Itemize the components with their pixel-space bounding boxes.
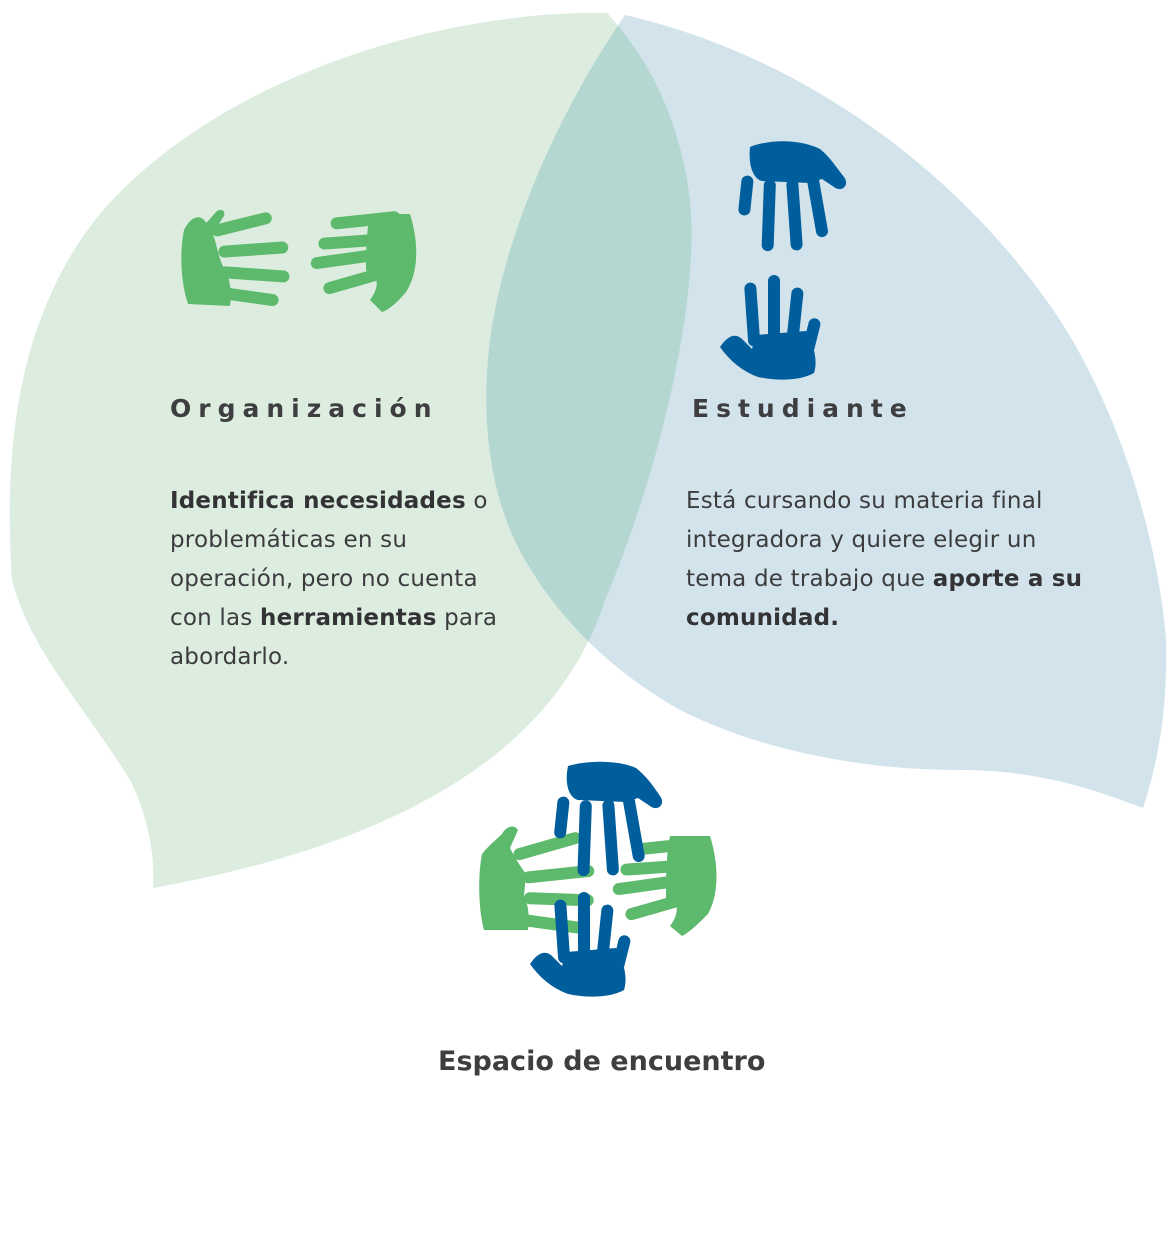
meeting-label: Espacio de encuentro — [438, 1046, 766, 1077]
student-description: Está cursando su materia final integrado… — [686, 482, 1086, 638]
organization-text-1: o problemáticas en su operación, pero no… — [170, 488, 488, 631]
joined-hands-icon — [479, 761, 717, 997]
organization-text-2: para abordarlo. — [170, 605, 498, 670]
green-hands-icon — [181, 209, 417, 312]
organization-description: Identifica necesidades o problemáticas e… — [170, 482, 520, 677]
organization-bold-2: herramientas — [260, 605, 437, 631]
organization-heading: Organización — [170, 394, 439, 423]
student-heading: Estudiante — [692, 394, 914, 423]
blue-hands-icon — [720, 141, 847, 380]
student-bold-1: aporte a su comunidad. — [686, 566, 1083, 631]
student-text-1: Está cursando su materia final integrado… — [686, 488, 1043, 592]
organization-bold-1: Identifica necesidades — [170, 488, 466, 514]
